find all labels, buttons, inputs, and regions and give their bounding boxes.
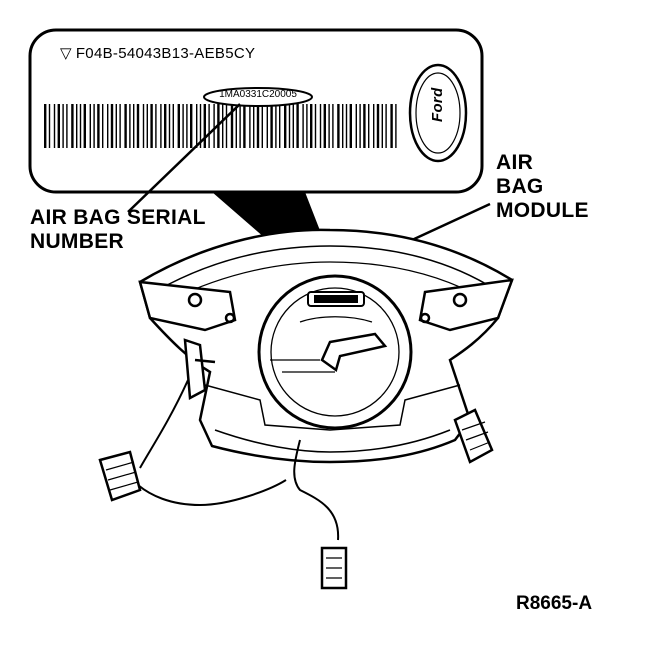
barcode-bar bbox=[270, 104, 273, 148]
barcode-bar bbox=[390, 104, 393, 148]
ford-logo-text: Ford bbox=[429, 87, 446, 122]
barcode-bar bbox=[349, 104, 352, 148]
barcode-bar bbox=[124, 104, 127, 148]
triangle-icon: ▽ bbox=[60, 45, 72, 62]
barcode-bar bbox=[225, 104, 228, 148]
barcode-bar bbox=[102, 104, 104, 148]
barcode-bar bbox=[129, 104, 131, 148]
barcode-bar bbox=[133, 104, 135, 148]
barcode-bar bbox=[359, 104, 361, 148]
barcode-bar bbox=[249, 104, 251, 148]
barcode-bar bbox=[71, 104, 74, 148]
barcode-bar bbox=[168, 104, 171, 148]
module-callout-line2: BAG bbox=[496, 175, 544, 198]
barcode-bar bbox=[160, 104, 162, 148]
barcode-bar bbox=[239, 104, 241, 148]
barcode-bar bbox=[345, 104, 348, 148]
barcode-bar bbox=[385, 104, 387, 148]
barcode-bar bbox=[186, 104, 188, 148]
barcode-bar bbox=[83, 104, 86, 148]
barcode-bar bbox=[310, 104, 313, 148]
barcode-bar bbox=[266, 104, 268, 148]
barcode-bar bbox=[275, 104, 277, 148]
barcode-bar bbox=[253, 104, 255, 148]
barcode-bar bbox=[208, 104, 210, 148]
barcode-bar bbox=[89, 104, 91, 148]
serial-callout-line1: AIR BAG SERIAL bbox=[30, 206, 206, 229]
barcode-bar bbox=[142, 104, 145, 148]
barcode-bar bbox=[66, 104, 68, 148]
barcode-bar bbox=[279, 104, 281, 148]
barcode-bar bbox=[48, 104, 51, 148]
module-callout-line3: MODULE bbox=[496, 199, 589, 222]
barcode-bar bbox=[62, 104, 64, 148]
barcode-bar bbox=[177, 104, 180, 148]
barcode-bar bbox=[292, 104, 294, 148]
barcode-bar bbox=[76, 104, 78, 148]
barcode-bar bbox=[323, 104, 326, 148]
barcode-bar bbox=[115, 104, 117, 148]
serial-callout-line2: NUMBER bbox=[30, 230, 124, 253]
barcode-bar bbox=[182, 104, 184, 148]
barcode-bar bbox=[119, 104, 121, 148]
barcode-bar bbox=[314, 104, 317, 148]
barcode-bar bbox=[235, 104, 237, 148]
barcode-bar bbox=[288, 104, 291, 148]
serial-oval-text: 1MA0331C20005 bbox=[219, 89, 297, 100]
barcode-bar bbox=[306, 104, 308, 148]
serial-number-oval bbox=[203, 87, 313, 107]
module-callout-line1: AIR bbox=[496, 151, 534, 174]
barcode-bar bbox=[222, 104, 224, 148]
barcode-bar bbox=[44, 104, 47, 148]
barcode-bar bbox=[243, 104, 246, 148]
barcode-bar bbox=[196, 104, 198, 148]
barcode-bar bbox=[342, 104, 344, 148]
barcode-bar bbox=[363, 104, 366, 148]
barcode-bar bbox=[376, 104, 380, 148]
barcode-bar bbox=[337, 104, 340, 148]
barcode-bar bbox=[395, 104, 397, 148]
barcode-bar bbox=[296, 104, 299, 148]
barcode-bar bbox=[368, 104, 370, 148]
barcode bbox=[44, 104, 397, 148]
barcode-bar bbox=[199, 104, 202, 148]
barcode-bar bbox=[110, 104, 114, 148]
barcode-bar bbox=[164, 104, 167, 148]
barcode-bar bbox=[172, 104, 174, 148]
label-part-number: ▽F04B-54043B13-AEB5CY bbox=[60, 44, 255, 62]
barcode-bar bbox=[355, 104, 357, 148]
barcode-bar bbox=[332, 104, 334, 148]
barcode-bar bbox=[93, 104, 95, 148]
barcode-bar bbox=[97, 104, 100, 148]
barcode-bar bbox=[57, 104, 60, 148]
barcode-bar bbox=[213, 104, 215, 148]
barcode-bar bbox=[136, 104, 140, 148]
barcode-bar bbox=[230, 104, 234, 148]
barcode-bar bbox=[107, 104, 109, 148]
barcode-bar bbox=[146, 104, 148, 148]
barcode-bar bbox=[328, 104, 330, 148]
barcode-bar bbox=[203, 104, 206, 148]
ford-logo-oval bbox=[408, 63, 468, 163]
serial-leader-line bbox=[127, 103, 241, 213]
barcode-bar bbox=[155, 104, 157, 148]
barcode-bar bbox=[373, 104, 375, 148]
barcode-bar bbox=[302, 104, 304, 148]
barcode-bar bbox=[190, 104, 193, 148]
barcode-bar bbox=[150, 104, 153, 148]
air-bag-module bbox=[98, 228, 514, 590]
barcode-bar bbox=[53, 104, 56, 148]
figure-code: R8665-A bbox=[516, 593, 593, 614]
barcode-bar bbox=[381, 104, 383, 148]
part-number-text: F04B-54043B13-AEB5CY bbox=[75, 45, 256, 62]
barcode-bar bbox=[284, 104, 287, 148]
module-leader-line bbox=[411, 202, 491, 242]
barcode-bar bbox=[79, 104, 82, 148]
barcode-bar bbox=[319, 104, 322, 148]
barcode-bar bbox=[256, 104, 260, 148]
barcode-bar bbox=[261, 104, 263, 148]
